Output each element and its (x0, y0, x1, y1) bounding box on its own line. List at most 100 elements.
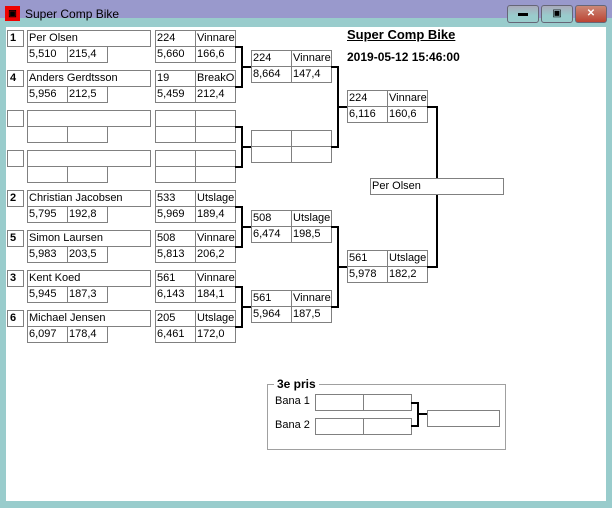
speed-field[interactable]: 182,2 (387, 266, 428, 283)
maximize-icon: ▣ (552, 8, 562, 19)
bike-number-field[interactable]: 224 (251, 50, 292, 67)
elapsed-time-field[interactable]: 5,813 (155, 246, 196, 263)
speed-field[interactable]: 178,4 (67, 326, 108, 343)
rider-name-field[interactable] (27, 150, 151, 167)
speed-field[interactable]: 187,5 (291, 306, 332, 323)
reaction-time-field[interactable]: 5,510 (27, 46, 68, 63)
elapsed-time-field[interactable] (155, 166, 196, 183)
maximize-button[interactable]: ▣ (541, 5, 573, 23)
lane1-label: Bana 1 (275, 395, 310, 407)
elapsed-time-field[interactable]: 8,664 (251, 66, 292, 83)
rider-name-field[interactable]: Anders Gerdtsson (27, 70, 151, 87)
elapsed-time-field[interactable]: 6,461 (155, 326, 196, 343)
speed-field[interactable]: 166,6 (195, 46, 236, 63)
reaction-time-field[interactable] (27, 126, 68, 143)
bike-number-field[interactable]: 508 (251, 210, 292, 227)
third-place-winner-field[interactable] (427, 410, 500, 427)
speed-field[interactable] (67, 126, 108, 143)
bike-number-field[interactable]: 561 (347, 250, 388, 267)
elapsed-time-field[interactable]: 5,459 (155, 86, 196, 103)
reaction-time-field[interactable]: 5,945 (27, 286, 68, 303)
elapsed-time-field[interactable]: 6,143 (155, 286, 196, 303)
champion-field[interactable]: Per Olsen (370, 178, 504, 195)
rider-name-field[interactable]: Per Olsen (27, 30, 151, 47)
elapsed-time-field[interactable] (155, 126, 196, 143)
bracket-line (235, 86, 243, 88)
minimize-button[interactable]: ▬ (507, 5, 539, 23)
speed-field[interactable]: 206,2 (195, 246, 236, 263)
elapsed-time-field[interactable] (251, 146, 292, 163)
lane2-bike-field[interactable] (315, 418, 364, 435)
bike-number-field[interactable]: 533 (155, 190, 196, 207)
result-field[interactable]: Utslagen (195, 310, 236, 327)
bike-number-field[interactable]: 561 (251, 290, 292, 307)
close-button[interactable]: ✕ (575, 5, 607, 23)
lane1-bike-field[interactable] (315, 394, 364, 411)
elapsed-time-field[interactable]: 6,474 (251, 226, 292, 243)
result-field[interactable]: Utslagen (291, 210, 332, 227)
speed-field[interactable]: 147,4 (291, 66, 332, 83)
speed-field[interactable]: 184,1 (195, 286, 236, 303)
result-field[interactable]: BreakOut (195, 70, 236, 87)
bike-number-field[interactable] (155, 150, 196, 167)
bike-number-field[interactable]: 224 (155, 30, 196, 47)
result-field[interactable]: Vinnare (195, 270, 236, 287)
result-field[interactable]: Utslagen (387, 250, 428, 267)
speed-field[interactable]: 212,4 (195, 86, 236, 103)
result-field[interactable]: Vinnare (195, 230, 236, 247)
result-field[interactable] (195, 150, 236, 167)
speed-field[interactable] (67, 166, 108, 183)
reaction-time-field[interactable]: 5,983 (27, 246, 68, 263)
result-field[interactable] (291, 130, 332, 147)
bike-number-field[interactable]: 508 (155, 230, 196, 247)
speed-field[interactable]: 203,5 (67, 246, 108, 263)
bike-number-field[interactable]: 205 (155, 310, 196, 327)
bike-number-field[interactable]: 561 (155, 270, 196, 287)
rider-name-field[interactable]: Kent Koed (27, 270, 151, 287)
bracket-line (241, 306, 251, 308)
rider-name-field[interactable] (27, 110, 151, 127)
bike-number-field[interactable] (155, 110, 196, 127)
reaction-time-field[interactable] (27, 166, 68, 183)
bracket-line (241, 226, 251, 228)
speed-field[interactable] (195, 166, 236, 183)
bike-number-field[interactable]: 19 (155, 70, 196, 87)
result-field[interactable]: Utslagen (195, 190, 236, 207)
elapsed-time-field[interactable]: 5,969 (155, 206, 196, 223)
bracket-line (337, 266, 347, 268)
speed-field[interactable] (291, 146, 332, 163)
elapsed-time-field[interactable]: 5,978 (347, 266, 388, 283)
elapsed-time-field[interactable]: 5,660 (155, 46, 196, 63)
rider-name-field[interactable]: Simon Laursen (27, 230, 151, 247)
bike-number-field[interactable] (251, 130, 292, 147)
bike-number-field[interactable]: 224 (347, 90, 388, 107)
result-field[interactable] (195, 110, 236, 127)
result-field[interactable]: Vinnare (291, 50, 332, 67)
reaction-time-field[interactable]: 5,956 (27, 86, 68, 103)
speed-field[interactable]: 189,4 (195, 206, 236, 223)
lane2-result-field[interactable] (363, 418, 412, 435)
reaction-time-field[interactable]: 6,097 (27, 326, 68, 343)
speed-field[interactable]: 192,8 (67, 206, 108, 223)
reaction-time-field[interactable]: 5,795 (27, 206, 68, 223)
elapsed-time-field[interactable]: 6,116 (347, 106, 388, 123)
bracket-line (337, 106, 347, 108)
rider-name-field[interactable]: Christian Jacobsen (27, 190, 151, 207)
bracket-line (427, 266, 438, 268)
elapsed-time-field[interactable]: 5,964 (251, 306, 292, 323)
lane2-label: Bana 2 (275, 419, 310, 431)
rider-name-field[interactable]: Michael Jensen (27, 310, 151, 327)
result-field[interactable]: Vinnare (195, 30, 236, 47)
speed-field[interactable]: 198,5 (291, 226, 332, 243)
result-field[interactable]: Vinnare (387, 90, 428, 107)
speed-field[interactable] (195, 126, 236, 143)
result-field[interactable]: Vinnare (291, 290, 332, 307)
seed-number: 4 (7, 70, 24, 87)
lane1-result-field[interactable] (363, 394, 412, 411)
speed-field[interactable]: 212,5 (67, 86, 108, 103)
bracket-area: Super Comp Bike 2019-05-12 15:46:00 3e p… (6, 27, 606, 501)
speed-field[interactable]: 215,4 (67, 46, 108, 63)
speed-field[interactable]: 187,3 (67, 286, 108, 303)
speed-field[interactable]: 160,6 (387, 106, 428, 123)
speed-field[interactable]: 172,0 (195, 326, 236, 343)
